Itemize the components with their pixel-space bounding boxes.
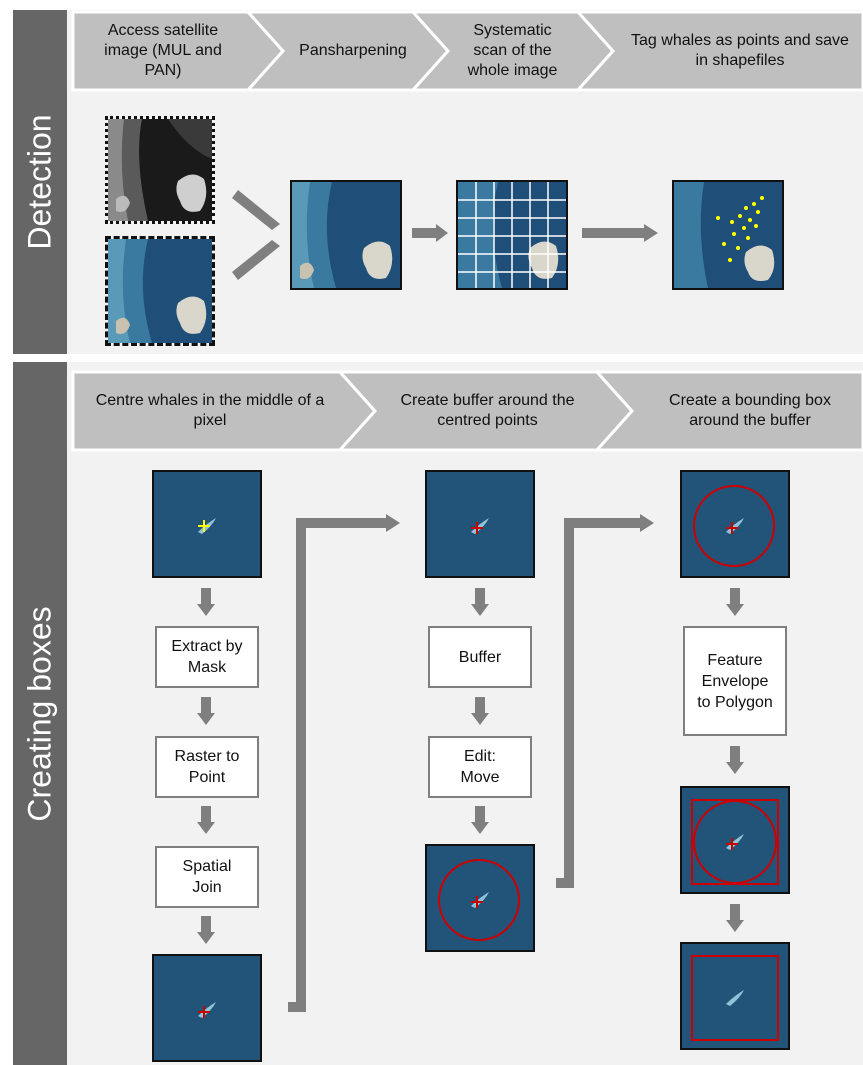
detection-chevron-bar (71, 10, 863, 92)
arrow-down-1c (197, 806, 215, 834)
buffered-whale-image (425, 844, 535, 952)
arrow-down-1a (197, 588, 215, 616)
spatial-join-box: Spatial Join (155, 846, 259, 908)
arrow-down-1d (197, 916, 215, 944)
arrow-down-1b (197, 697, 215, 725)
arrow-down-2c (471, 806, 489, 834)
envelope-with-buffer-image (680, 786, 790, 894)
detection-side-label: Detection (13, 10, 67, 354)
creating-boxes-side-label: Creating boxes (13, 362, 67, 1065)
edit-move-box: Edit: Move (428, 736, 532, 798)
arrow-down-3a (726, 588, 744, 616)
arrow-down-2b (471, 697, 489, 725)
bounding-box-image (680, 942, 790, 1050)
buffer-box: Buffer (428, 626, 532, 688)
creating-boxes-chevron-3 (593, 370, 863, 452)
creating-boxes-step-3: Create a bounding box around the buffer (669, 392, 831, 429)
raster-to-point-box: Raster to Point (155, 736, 259, 798)
creating-boxes-step-1: Centre whales in the middle of a pixel (95, 392, 325, 429)
mul-image (105, 236, 215, 346)
arrow-down-2a (471, 588, 489, 616)
arrow-scan-to-tag (582, 224, 658, 242)
feature-envelope-box: Feature Envelope to Polygon (683, 626, 787, 736)
buffer-image (680, 470, 790, 578)
creating-boxes-chevron-bar (71, 370, 863, 452)
pan-image (105, 116, 215, 224)
centred-points-image (425, 470, 535, 578)
pansharpened-image (290, 180, 402, 290)
creating-boxes-step-2: Create buffer around the centred points (400, 392, 575, 429)
merge-arrows (232, 190, 280, 280)
detection-chevron-4 (574, 10, 863, 92)
arrow-down-3c (726, 904, 744, 932)
extract-by-mask-box: Extract by Mask (155, 626, 259, 688)
centred-whale-image (152, 470, 262, 578)
detection-step-3: Systematic scan of the whole image (467, 22, 558, 79)
scan-grid-image (456, 180, 568, 290)
creating-boxes-label-text: Creating boxes (21, 605, 58, 822)
connector-col2-to-col3 (556, 514, 654, 888)
arrow-pansharpen-to-scan (412, 224, 448, 242)
detection-step-2: Pansharpening (299, 42, 407, 59)
tagged-whales-image (672, 180, 784, 290)
arrow-down-3b (726, 746, 744, 774)
detection-step-4: Tag whales as points and save in shapefi… (631, 32, 849, 69)
connector-col1-to-col2 (288, 514, 400, 1012)
detection-step-1: Access satellite image (MUL and PAN) (104, 22, 222, 79)
detection-label-text: Detection (21, 114, 58, 250)
joined-whale-image (152, 954, 262, 1062)
